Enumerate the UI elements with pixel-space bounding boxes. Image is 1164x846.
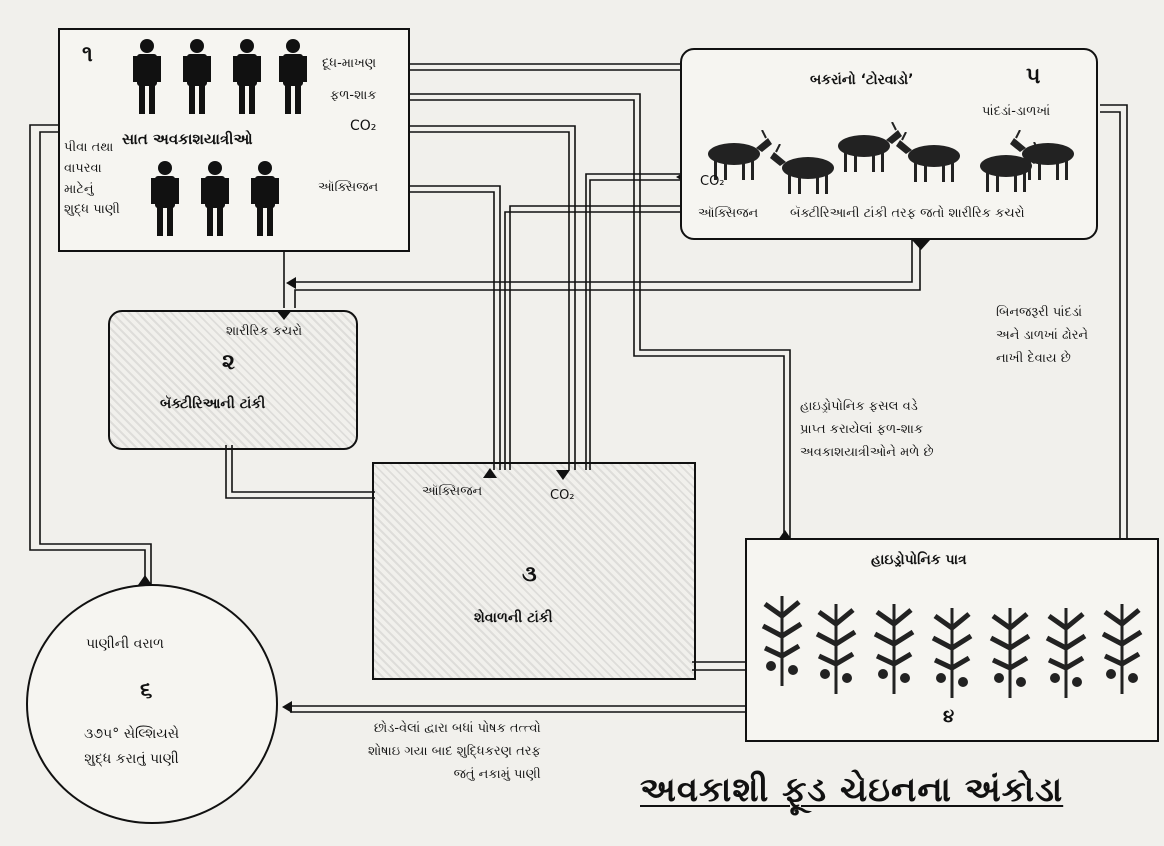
- goats-co2-label: CO₂: [700, 174, 725, 189]
- algae-oxygen-label: ઑક્સિજન: [422, 484, 482, 499]
- bacteria-label: બૅક્ટીરિઆની ટાંકી: [160, 396, 265, 414]
- astronaut-icon: [182, 38, 212, 114]
- algae-co2-label: CO₂: [550, 488, 575, 503]
- astronaut-icon: [232, 38, 262, 114]
- goats-label: બકરાંનો ‘ટોરવાડો’: [810, 72, 913, 90]
- goats-waste-label: બૅક્ટીરિઆની ટાંકી તરફ જતો શારીરિક કચરો: [790, 206, 1025, 221]
- oxygen-in-label: ઑક્સિજન: [318, 180, 378, 195]
- plant-icon: [869, 594, 919, 694]
- drinking-water-label: પીવા તથા વાપરવા માટેનું શુદ્ધ પાણી: [64, 138, 120, 221]
- hydroponic-number: ૪: [943, 706, 954, 727]
- milk-label: દૂધ-માખણ: [322, 56, 376, 71]
- goats-box: બકરાંનો ‘ટોરવાડો’ ૫ પાંદડાં-ડાળખાં CO₂ ઑ…: [680, 48, 1098, 240]
- astronaut-icon: [278, 38, 308, 114]
- plant-icon: [757, 586, 807, 686]
- hydroponic-box: હાઇડ્રોપોનિક પાત્ર ૪: [745, 538, 1159, 742]
- bacteria-tank-box: શારીરિક કચરો ૨ બૅક્ટીરિઆની ટાંકી: [108, 310, 358, 450]
- steam-label: પાણીની વરાળ: [86, 636, 164, 652]
- astronauts-number: ૧: [82, 42, 93, 67]
- algae-label: શેવાળની ટાંકી: [474, 610, 553, 628]
- fruit-veg-label: ફળ-શાક: [330, 88, 377, 103]
- plant-icon: [985, 598, 1035, 698]
- purified-water-label: ૩૭૫° સેલ્શિયસે શુદ્ધ કરાતું પાણી: [84, 722, 179, 771]
- steam-number: ૬: [140, 678, 152, 703]
- hydroponic-produce-note: હાઇડ્રોપોનિક ફસલ વડે પ્રાપ્ત કરાયેલાં ફળ…: [800, 396, 934, 464]
- algae-tank-box: ઑક્સિજન CO₂ ૩ શેવાળની ટાંકી: [372, 462, 696, 680]
- algae-number: ૩: [522, 562, 537, 587]
- goat-icon: [826, 122, 904, 174]
- goat-icon: [896, 132, 974, 184]
- plant-icon: [811, 594, 861, 694]
- astronauts-label: સાત અવકાશયાત્રીઓ: [122, 130, 253, 149]
- plant-icon: [927, 598, 977, 698]
- leaves-to-cattle-note: બિનજરૂરી પાંદડાં અને ડાળખાં ઢોરને નાખી દ…: [996, 302, 1088, 370]
- bacteria-number: ૨: [222, 350, 235, 375]
- hydroponic-label: હાઇડ્રોપોનિક પાત્ર: [871, 552, 967, 570]
- astronaut-icon: [250, 160, 280, 236]
- plant-icon: [1097, 594, 1147, 694]
- co2-out-label: CO₂: [350, 118, 376, 134]
- leaves-in-label: પાંદડાં-ડાળખાં: [982, 104, 1050, 119]
- plant-icon: [1041, 598, 1091, 698]
- body-waste-label: શારીરિક કચરો: [226, 324, 302, 339]
- steam-circle: પાણીની વરાળ ૬ ૩૭૫° સેલ્શિયસે શુદ્ધ કરાતુ…: [26, 584, 278, 824]
- astronaut-icon: [132, 38, 162, 114]
- goat-icon: [1010, 130, 1088, 182]
- waste-water-note: છોડ-વેલાં દ્વારા બધાં પોષક તત્ત્વો શોષાઇ…: [368, 718, 541, 786]
- astronauts-box: ૧ સાત અવકાશયાત્રીઓ પીવા તથા વાપરવા માટેન…: [58, 28, 410, 252]
- astronaut-icon: [150, 160, 180, 236]
- goats-number: ૫: [1026, 64, 1040, 89]
- astronaut-icon: [200, 160, 230, 236]
- page-title: અવકાશી ફૂડ ચેઇનના અંકોડા: [640, 770, 1063, 810]
- goats-oxygen-label: ઑક્સિજન: [698, 206, 758, 221]
